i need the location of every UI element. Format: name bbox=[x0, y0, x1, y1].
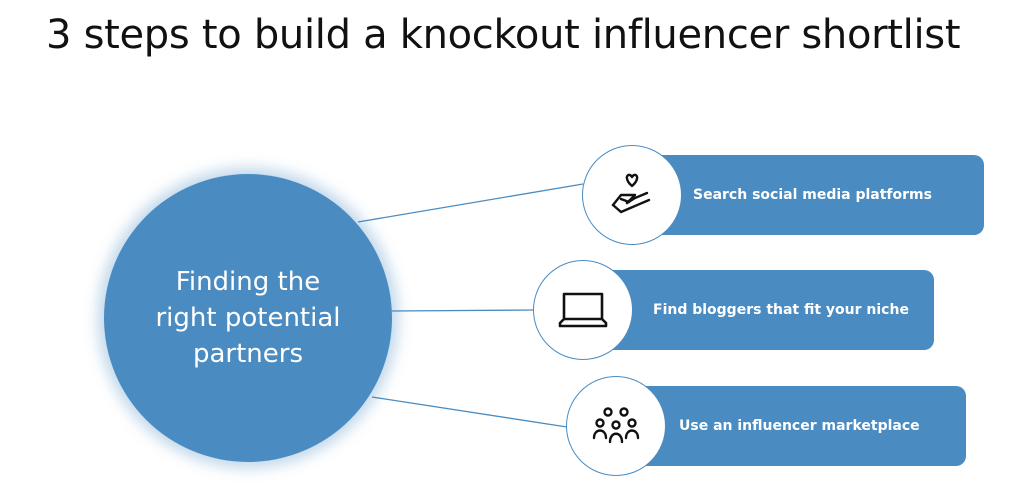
step-card-2: Find bloggers that fit your niche bbox=[583, 270, 934, 350]
step-card-3: Use an influencer marketplace bbox=[615, 386, 966, 466]
step-card-1: Search social media platforms bbox=[630, 155, 984, 235]
step-label: Search social media platforms bbox=[693, 187, 932, 203]
people-group-icon bbox=[566, 376, 666, 476]
heart-hand-icon bbox=[582, 145, 682, 245]
connector-line-1 bbox=[357, 183, 584, 223]
hub-label: Finding the right potential partners bbox=[155, 267, 341, 369]
connector-line-3 bbox=[371, 396, 568, 428]
step-label: Find bloggers that fit your niche bbox=[653, 302, 909, 318]
connector-line-2 bbox=[391, 309, 535, 312]
hub-circle: Finding the right potential partners bbox=[104, 174, 392, 462]
step-label: Use an influencer marketplace bbox=[679, 418, 920, 434]
laptop-icon bbox=[533, 260, 633, 360]
page-title: 3 steps to build a knockout influencer s… bbox=[46, 12, 961, 58]
